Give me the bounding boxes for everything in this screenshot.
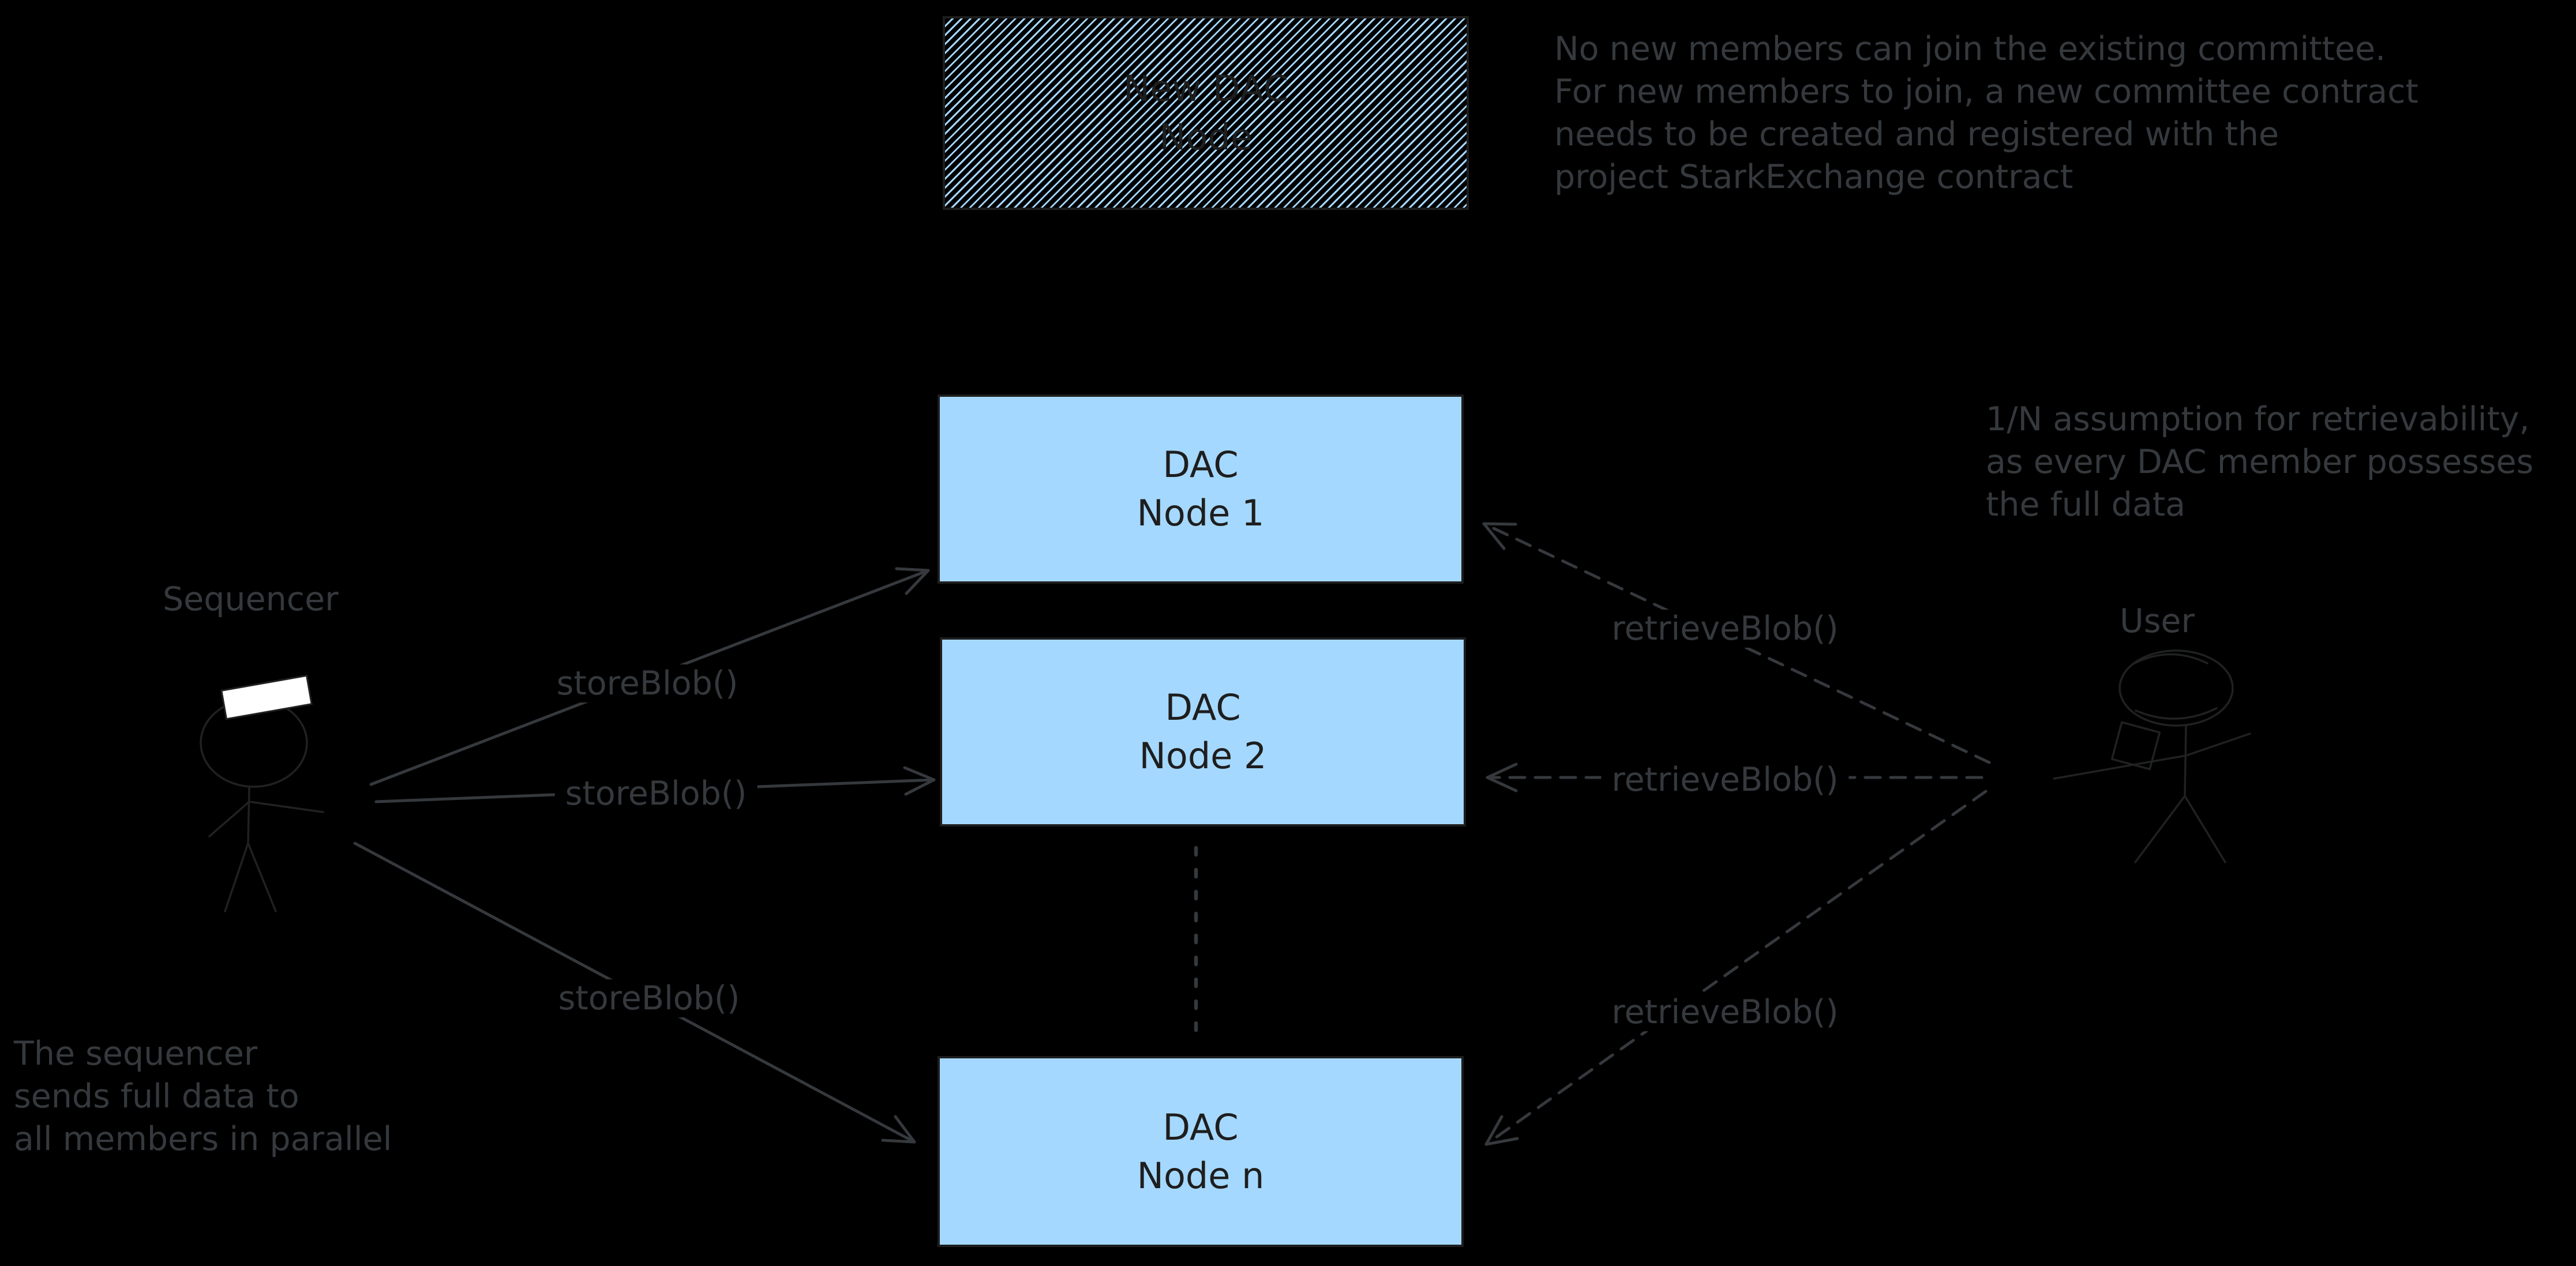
- committee-note-line1: No new members can join the existing com…: [1554, 30, 2386, 68]
- retrieve-blob-label-2: retrieveBlob(): [1601, 761, 1849, 799]
- dac-node-n-label-line1: DAC: [1163, 1106, 1239, 1148]
- user-device-icon: [2110, 721, 2161, 771]
- sequencer-note: The sequencer sends full data to all mem…: [14, 1032, 392, 1160]
- sequencer-note-line1: The sequencer: [14, 1035, 258, 1073]
- dac-node-1-label-line2: Node 1: [1137, 492, 1265, 534]
- store-blob-label-3: storeBlob(): [548, 979, 751, 1017]
- retrievability-note: 1/N assumption for retrievability, as ev…: [1986, 398, 2533, 526]
- committee-note-line2: For new members to join, a new committee…: [1554, 73, 2418, 111]
- committee-note: No new members can join the existing com…: [1554, 28, 2418, 198]
- new-dac-node-label-line1: New DAC: [1123, 67, 1289, 110]
- store-blob-label-2: storeBlob(): [554, 775, 758, 813]
- sequencer-hat-icon: [220, 674, 313, 720]
- retrieve-blob-label-1: retrieveBlob(): [1601, 610, 1849, 648]
- retrievability-note-line1: 1/N assumption for retrievability,: [1986, 400, 2530, 438]
- sequencer-note-line2: sends full data to: [14, 1077, 299, 1115]
- committee-note-line3: needs to be created and registered with …: [1554, 115, 2279, 153]
- retrieve-blob-arrow-2: [1486, 762, 1983, 792]
- dac-node-1-label-line1: DAC: [1163, 444, 1239, 486]
- dac-node-n-box: DAC Node n: [938, 1056, 1464, 1247]
- dac-node-n-label-line2: Node n: [1137, 1154, 1265, 1197]
- dac-node-1-box: DAC Node 1: [938, 395, 1464, 584]
- committee-note-line4: project StarkExchange contract: [1554, 158, 2073, 196]
- user-figure-icon: [2053, 649, 2251, 863]
- retrievability-note-line3: the full data: [1986, 486, 2186, 524]
- retrieve-blob-label-3: retrieveBlob(): [1601, 993, 1849, 1031]
- store-blob-label-1: storeBlob(): [546, 664, 749, 703]
- sequencer-label: Sequencer: [163, 580, 339, 618]
- retrieve-blob-arrow-3: [1484, 790, 1988, 1146]
- sequencer-figure-icon: [200, 674, 324, 912]
- user-label: User: [2120, 602, 2195, 640]
- new-dac-node-box: New DAC Node: [943, 16, 1469, 210]
- sequencer-note-line3: all members in parallel: [14, 1120, 392, 1158]
- retrievability-note-line2: as every DAC member possesses: [1986, 443, 2534, 481]
- dac-node-2-label-line1: DAC: [1165, 686, 1241, 728]
- new-dac-node-label-line2: Node: [1159, 116, 1253, 158]
- dac-node-2-label-line2: Node 2: [1139, 735, 1267, 777]
- dac-node-2-box: DAC Node 2: [940, 637, 1466, 827]
